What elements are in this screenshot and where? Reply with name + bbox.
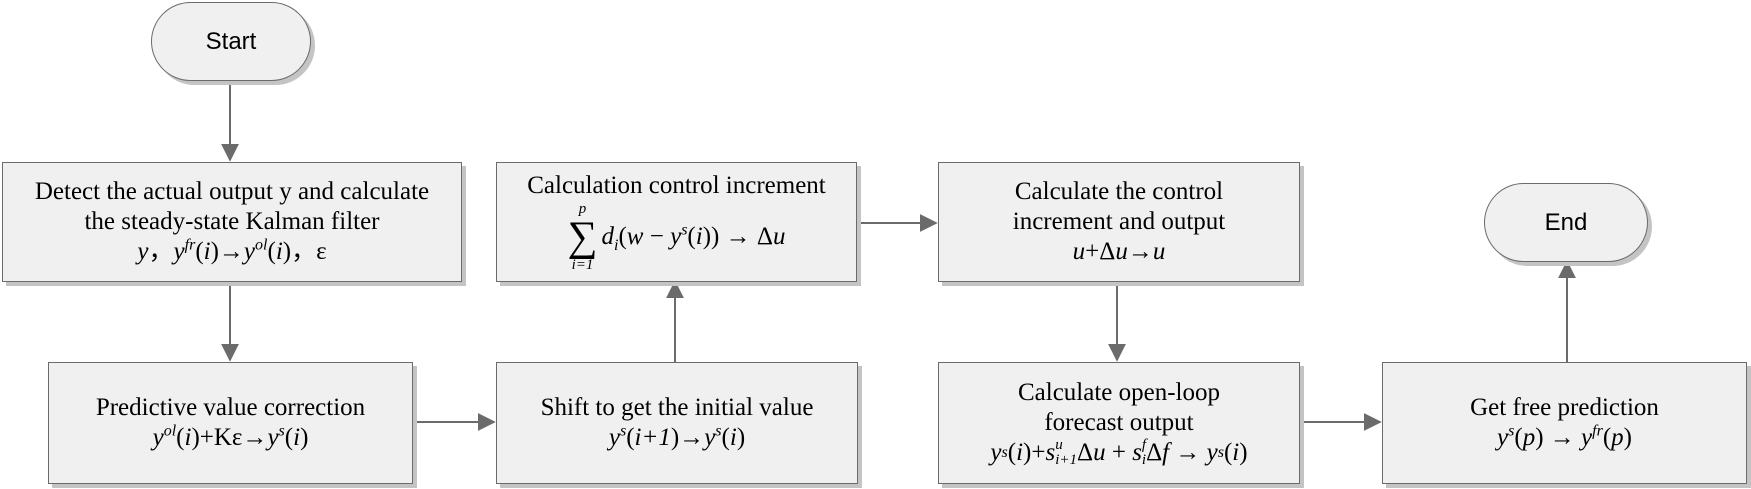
free-prediction-box: Get free prediction ys(p) → yfr(p) xyxy=(1382,362,1747,484)
control-output-line1: Calculate the control xyxy=(1014,178,1224,205)
predictive-correction-box: Predictive value correction yol(i)+Kε→ys… xyxy=(48,362,413,484)
control-output-formula: u+Δu→u xyxy=(1072,238,1166,265)
start-terminal: Start xyxy=(151,2,311,81)
control-increment-output-box: Calculate the control increment and outp… xyxy=(938,162,1300,282)
end-label: End xyxy=(1544,208,1588,236)
shift-initial-value-box: Shift to get the initial value ys(i+1)→y… xyxy=(496,362,858,484)
shift-line1: Shift to get the initial value xyxy=(540,394,814,421)
start-label: Start xyxy=(205,27,257,55)
end-terminal: End xyxy=(1484,183,1648,262)
detect-line1: Detect the actual output y and calculate xyxy=(34,178,430,205)
free-prediction-formula: ys(p) → yfr(p) xyxy=(1497,422,1632,451)
shift-formula: ys(i+1)→ys(i) xyxy=(608,422,746,451)
predictive-line1: Predictive value correction xyxy=(95,394,366,421)
open-loop-line1: Calculate open-loop xyxy=(1017,379,1220,406)
predictive-formula: yol(i)+Kε→ys(i) xyxy=(152,422,309,451)
detect-line2: the steady-state Kalman filter xyxy=(84,208,380,235)
open-loop-line2: forecast output xyxy=(1044,409,1194,436)
free-prediction-line1: Get free prediction xyxy=(1470,394,1659,421)
summation-symbol: p∑i=1 xyxy=(567,201,598,273)
calc-increment-formula: p∑i=1 di(w − ys(i)) → Δu xyxy=(567,201,786,273)
control-output-line2: increment and output xyxy=(1012,208,1226,235)
detect-formula: y，yfr(i)→yol(i)，ε xyxy=(137,236,327,265)
calc-increment-line1: Calculation control increment xyxy=(527,172,826,199)
detect-output-box: Detect the actual output y and calculate… xyxy=(2,162,462,282)
calc-control-increment-box: Calculation control increment p∑i=1 di(w… xyxy=(496,162,857,282)
